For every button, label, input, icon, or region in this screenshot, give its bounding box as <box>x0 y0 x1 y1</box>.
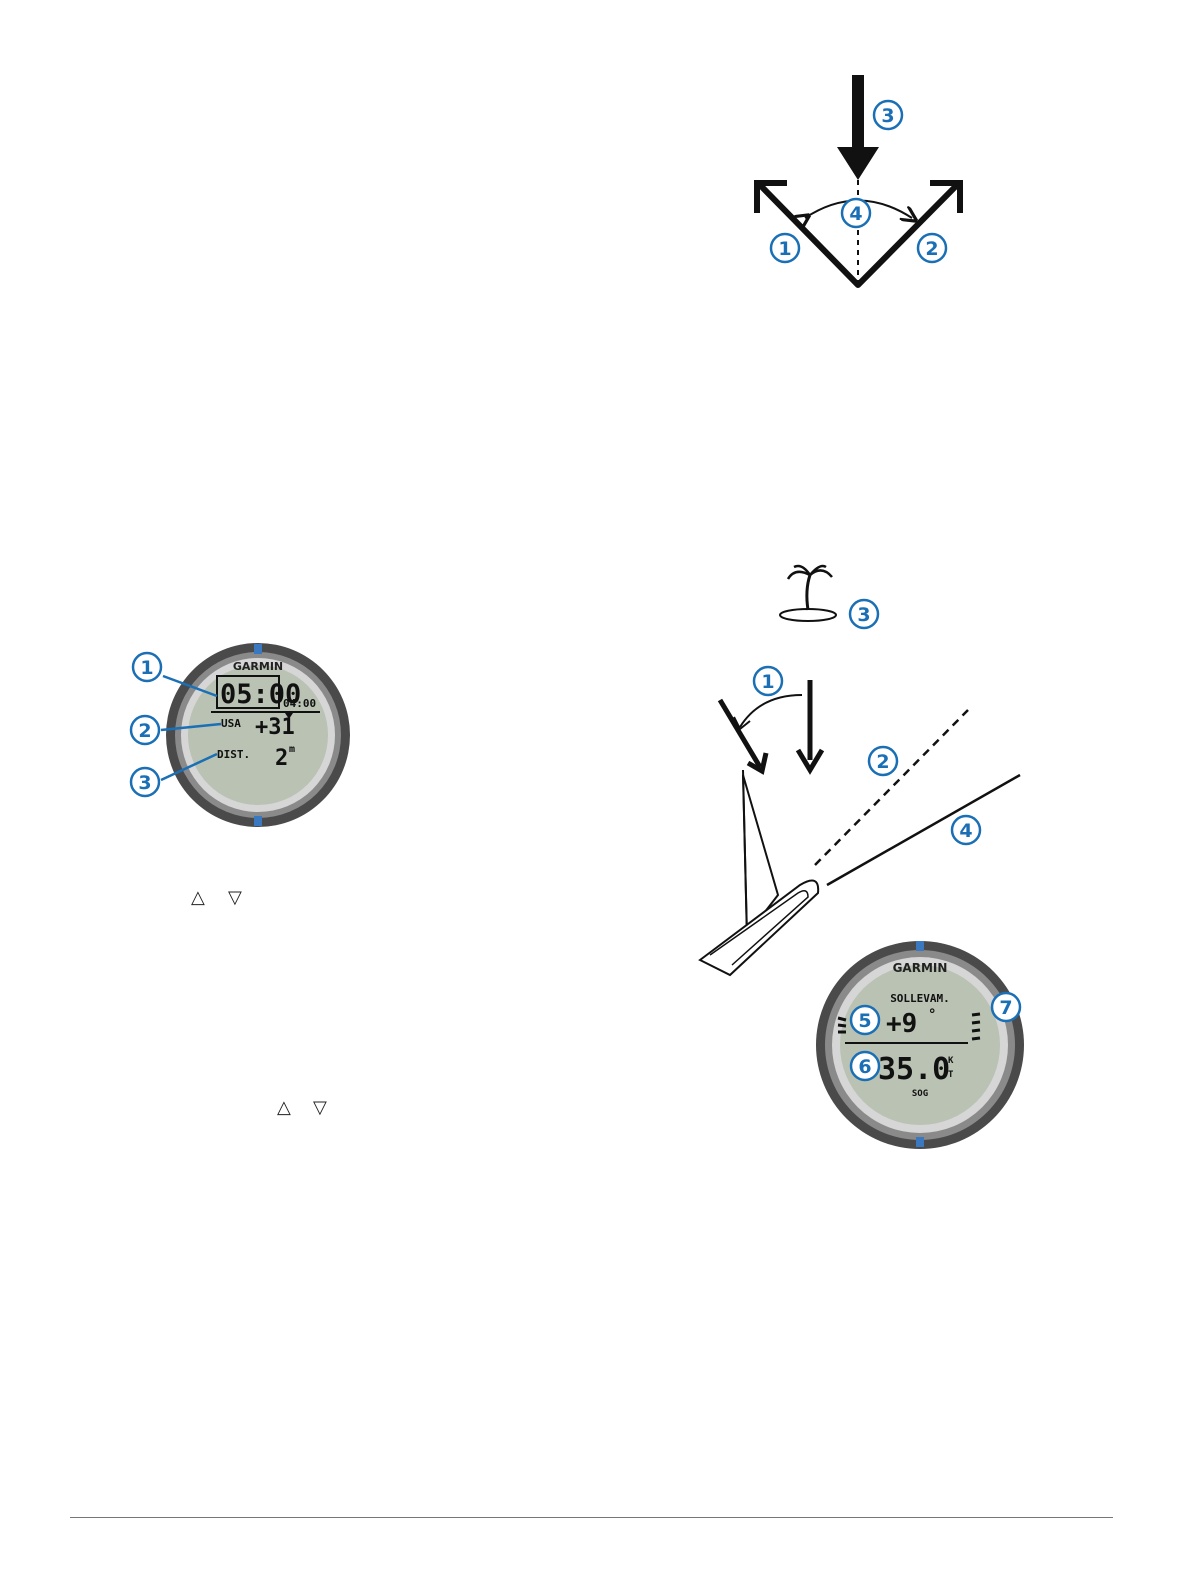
watch-title: SOLLEVAM. <box>890 992 950 1005</box>
tack-angle-diagram: 1 2 3 4 <box>735 65 995 305</box>
wind-arrow-shaft <box>852 75 864 155</box>
callout-2: 2 <box>869 747 897 775</box>
up-arrow-icon: △ <box>277 1099 291 1117</box>
svg-text:3: 3 <box>138 772 151 794</box>
svg-text:2: 2 <box>876 751 889 773</box>
callout-1: 1 <box>754 667 782 695</box>
watch-timer-figure: GARMIN 05:00 04:00 USA +31 DIST. 2 m 1 2… <box>125 640 365 835</box>
wind-arrow-head <box>837 147 879 180</box>
watch-offset: +31 <box>255 715 295 740</box>
down-arrow-icon: ▽ <box>228 889 242 907</box>
svg-text:4: 4 <box>849 203 862 225</box>
svg-text:4: 4 <box>959 820 972 842</box>
svg-text:5: 5 <box>858 1010 871 1032</box>
callout-3: 3 <box>850 600 878 628</box>
watch-speed-unit-top: K <box>948 1056 954 1066</box>
footer-rule <box>70 1517 1113 1518</box>
callout-3: 3 <box>131 768 159 796</box>
callout-4: 4 <box>952 816 980 844</box>
svg-text:3: 3 <box>857 604 870 626</box>
watch-sailing-figure: GARMIN SOLLEVAM. +9 ° 35.0 K T SOG 5 6 7 <box>810 935 1035 1155</box>
watch-speed-unit-bottom: T <box>948 1070 954 1080</box>
callout-2: 2 <box>131 716 159 744</box>
svg-text:1: 1 <box>778 238 791 260</box>
watch-angle-unit: ° <box>928 1007 936 1023</box>
watch-angle: +9 <box>886 1009 917 1039</box>
up-arrow-icon: △ <box>191 889 205 907</box>
watch-brand: GARMIN <box>233 660 283 673</box>
callout-2: 2 <box>918 234 946 262</box>
down-arrow-icon: ▽ <box>313 1099 327 1117</box>
watch-brand: GARMIN <box>893 961 948 975</box>
watch-region: USA <box>221 717 241 730</box>
watch-lcd <box>840 965 1000 1125</box>
svg-text:1: 1 <box>761 671 774 693</box>
svg-text:2: 2 <box>138 720 151 742</box>
svg-text:6: 6 <box>858 1056 871 1078</box>
watch-time-small: 04:00 <box>283 697 316 710</box>
watch-speed-label: SOG <box>912 1089 928 1099</box>
svg-text:3: 3 <box>881 105 894 127</box>
watch-dist-value: 2 <box>275 746 288 771</box>
callout-6: 6 <box>851 1052 879 1080</box>
sailing-diagram: 1 2 3 4 <box>690 555 1035 995</box>
watch-dist-label: DIST. <box>217 748 250 761</box>
island-icon <box>780 566 836 621</box>
watch-speed: 35.0 <box>878 1052 950 1087</box>
callout-1: 1 <box>771 234 799 262</box>
svg-text:2: 2 <box>925 238 938 260</box>
svg-text:7: 7 <box>999 997 1012 1019</box>
svg-text:1: 1 <box>140 657 153 679</box>
watch-dist-unit: m <box>289 744 295 755</box>
sailboat-icon <box>700 770 818 975</box>
callout-1: 1 <box>133 653 161 681</box>
callout-7: 7 <box>992 993 1020 1021</box>
callout-4: 4 <box>842 199 870 227</box>
callout-5: 5 <box>851 1006 879 1034</box>
callout-3: 3 <box>874 101 902 129</box>
